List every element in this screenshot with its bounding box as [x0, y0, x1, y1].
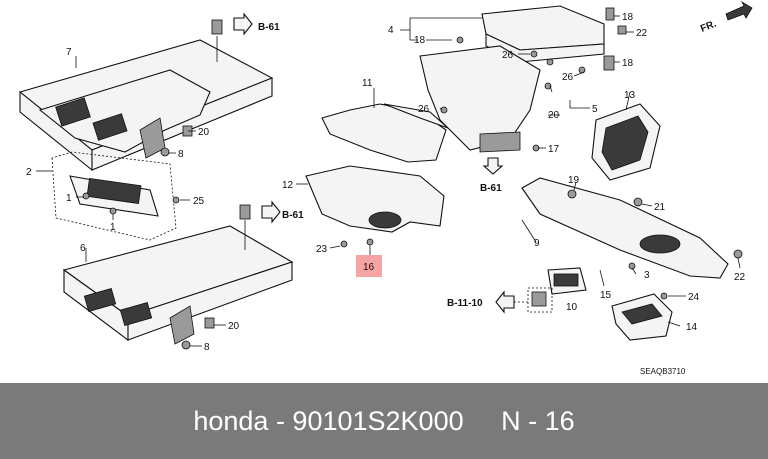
part-label-13: 13: [624, 90, 636, 101]
direction-arrow: [725, 0, 753, 21]
part-label-18: 18: [622, 58, 634, 69]
leader-lines: [36, 15, 741, 347]
part-label-22: 22: [636, 28, 648, 39]
part-label-23: 23: [316, 244, 328, 255]
diagram-code: SEAQB3710: [640, 367, 686, 376]
part-label-9: 9: [534, 238, 540, 249]
ref-b61-center: B-61: [480, 183, 502, 194]
switch-10: [547, 267, 587, 295]
bracket-at-b1110: [527, 287, 553, 313]
part-label-3: 3: [644, 270, 650, 281]
part-label-26: 26: [502, 50, 514, 61]
part-label-26: 26: [418, 104, 430, 115]
part-label-1: 1: [66, 193, 72, 204]
part-label-20: 20: [228, 321, 240, 332]
screw-16: [340, 238, 374, 256]
part-label-22: 22: [734, 272, 746, 283]
exploded-view-svg: B-61 B-61 B-61 B-11-10 FR. SEAQB3710 7 2…: [18, 0, 753, 376]
part-label-16: 16: [363, 262, 375, 273]
part-label-24: 24: [688, 292, 700, 303]
part-label-7: 7: [66, 47, 72, 58]
part-label-1: 1: [110, 222, 116, 233]
column-cover-lower: [305, 165, 445, 233]
caption-text: honda - 90101S2K000 N - 16: [193, 406, 575, 436]
highlight-16: [356, 255, 382, 277]
center-panel-5: [419, 45, 541, 153]
ref-b61-top: B-61: [258, 22, 280, 33]
vent-13: [591, 103, 661, 181]
dash-panel-upper: [18, 39, 274, 172]
meter-cluster-box: [51, 151, 177, 241]
parts-diagram: B-61 B-61 B-61 B-11-10 FR. SEAQB3710 7 2…: [18, 0, 753, 376]
part-number-labels: 7 20 8 2 1 1 25 6 20 8 11 12 23 16 4 18 …: [26, 12, 746, 353]
part-label-26: 26: [562, 72, 574, 83]
part-label-8: 8: [178, 149, 184, 160]
ref-b61-mid: B-61: [282, 210, 304, 221]
lower-panel-9: [521, 177, 729, 279]
clips-left: [82, 19, 251, 350]
part-label-5: 5: [592, 104, 598, 115]
part-label-21: 21: [654, 202, 666, 213]
part-label-18: 18: [622, 12, 634, 23]
part-label-8: 8: [204, 342, 210, 353]
dash-panel-lower: [62, 225, 294, 345]
part-label-12: 12: [282, 180, 294, 191]
part-label-20: 20: [198, 127, 210, 138]
direction-label: FR.: [699, 18, 718, 34]
part-label-10: 10: [566, 302, 578, 313]
part-label-25: 25: [193, 196, 205, 207]
part-label-2: 2: [26, 167, 32, 178]
pocket-14: [611, 293, 673, 341]
ref-arrows: [233, 12, 528, 314]
part-label-4: 4: [388, 25, 394, 36]
part-label-19: 19: [568, 175, 580, 186]
part-label-18: 18: [414, 35, 426, 46]
part-label-17: 17: [548, 144, 560, 155]
part-label-15: 15: [600, 290, 612, 301]
part-label-14: 14: [686, 322, 698, 333]
part-label-20: 20: [548, 110, 560, 121]
part-label-11: 11: [362, 78, 373, 89]
caption-bar: honda - 90101S2K000 N - 16: [0, 383, 768, 459]
small-fasteners-right: [440, 7, 743, 300]
part-label-6: 6: [80, 243, 86, 254]
ref-b1110: B-11-10: [447, 298, 483, 309]
